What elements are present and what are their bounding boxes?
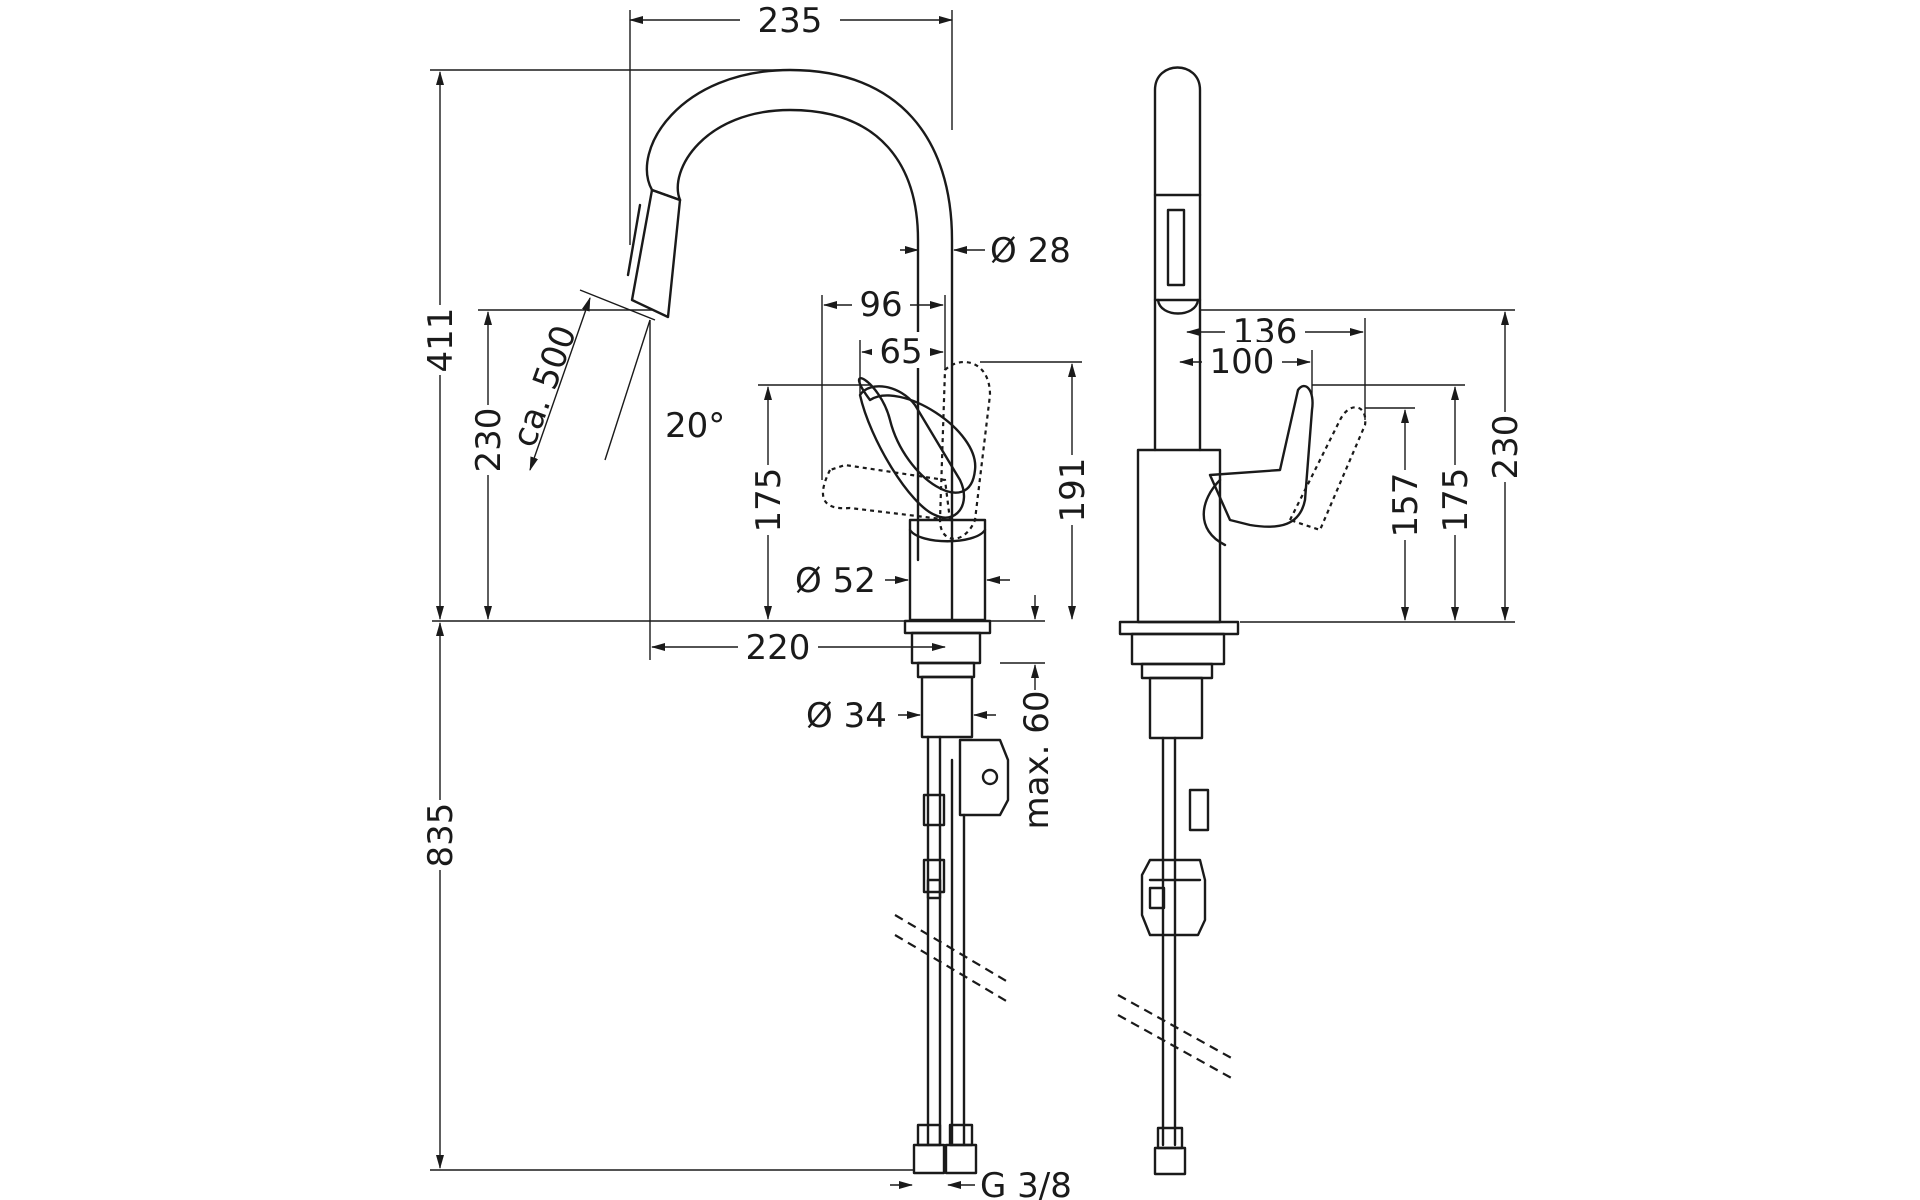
front-spray-nozzle bbox=[1156, 298, 1200, 315]
front-connector-top bbox=[1156, 1126, 1184, 1150]
front-spout bbox=[1153, 66, 1202, 452]
lever-grip bbox=[858, 385, 966, 519]
front-base-washer bbox=[1130, 632, 1226, 666]
spout-inner bbox=[676, 108, 920, 562]
hose-fitting-1 bbox=[922, 793, 946, 827]
label-g-3-8: G 3/8 bbox=[980, 1166, 1072, 1200]
label-20-deg: 20° bbox=[665, 406, 725, 446]
front-body bbox=[1136, 448, 1222, 624]
connector-right-top bbox=[948, 1123, 974, 1147]
label-ca-500: ca. 500 bbox=[504, 320, 585, 452]
front-lever-alt bbox=[1288, 406, 1367, 532]
dim-ca-500 bbox=[529, 297, 591, 471]
label-220: 220 bbox=[746, 628, 811, 668]
label-230-front: 230 bbox=[1486, 415, 1526, 480]
front-cut-1 bbox=[1117, 994, 1236, 1061]
connector-left bbox=[912, 1143, 946, 1175]
front-cut-2 bbox=[1117, 1014, 1236, 1081]
label-157-front: 157 bbox=[1386, 473, 1426, 538]
label-230: 230 bbox=[469, 408, 509, 473]
base-plate bbox=[903, 619, 992, 635]
cut-mark-1 bbox=[894, 914, 1009, 983]
label-835: 835 bbox=[421, 803, 461, 868]
front-base-nut bbox=[1140, 662, 1214, 680]
label-dia-34: Ø 34 bbox=[806, 696, 887, 736]
front-diverter-clip bbox=[1148, 886, 1166, 910]
label-dia-28: Ø 28 bbox=[990, 231, 1071, 271]
label-175-side: 175 bbox=[749, 468, 789, 533]
diverter-box bbox=[958, 738, 1010, 817]
diverter-screw bbox=[981, 768, 999, 786]
label-dia-52: Ø 52 bbox=[795, 561, 876, 601]
hose-fitting-2 bbox=[922, 858, 946, 894]
ext-500-a bbox=[579, 289, 656, 321]
front-lever bbox=[1208, 384, 1314, 528]
faucet-body bbox=[908, 518, 987, 622]
spray-head-collar bbox=[650, 188, 682, 202]
shank bbox=[920, 675, 974, 739]
front-lever-curve bbox=[1202, 478, 1227, 547]
lever-alt-horizontal bbox=[821, 463, 952, 522]
label-max-60: max. 60 bbox=[1017, 691, 1057, 830]
base-nut bbox=[916, 661, 976, 679]
body-top-curve bbox=[908, 528, 987, 543]
spray-head-detail bbox=[626, 203, 642, 277]
ext-20-angle bbox=[604, 319, 651, 461]
front-base-plate bbox=[1118, 620, 1240, 636]
label-191: 191 bbox=[1053, 458, 1093, 523]
side-view: 235 411 835 230 ca. 500 20° Ø 28 96 bbox=[420, 1, 1093, 1200]
connector-left-top bbox=[916, 1123, 942, 1147]
front-connector bbox=[1153, 1146, 1187, 1176]
front-spray-slot bbox=[1166, 208, 1186, 287]
label-100: 100 bbox=[1210, 342, 1275, 382]
label-65: 65 bbox=[879, 332, 922, 372]
front-diverter bbox=[1140, 858, 1207, 937]
label-235: 235 bbox=[758, 1, 823, 41]
label-411: 411 bbox=[421, 308, 461, 373]
front-shank bbox=[1148, 676, 1204, 740]
spout-outer bbox=[645, 68, 954, 622]
lever-alt-upright bbox=[938, 361, 992, 540]
hose-fitting-3 bbox=[926, 878, 942, 900]
label-175-front: 175 bbox=[1436, 468, 1476, 533]
front-view: 136 100 230 175 157 bbox=[1117, 66, 1526, 1176]
label-96: 96 bbox=[859, 285, 902, 325]
base-washer bbox=[910, 631, 982, 665]
connector-right bbox=[944, 1143, 978, 1175]
lever-handle bbox=[857, 377, 977, 494]
cut-mark-2 bbox=[894, 934, 1009, 1003]
front-fitting bbox=[1188, 788, 1210, 832]
